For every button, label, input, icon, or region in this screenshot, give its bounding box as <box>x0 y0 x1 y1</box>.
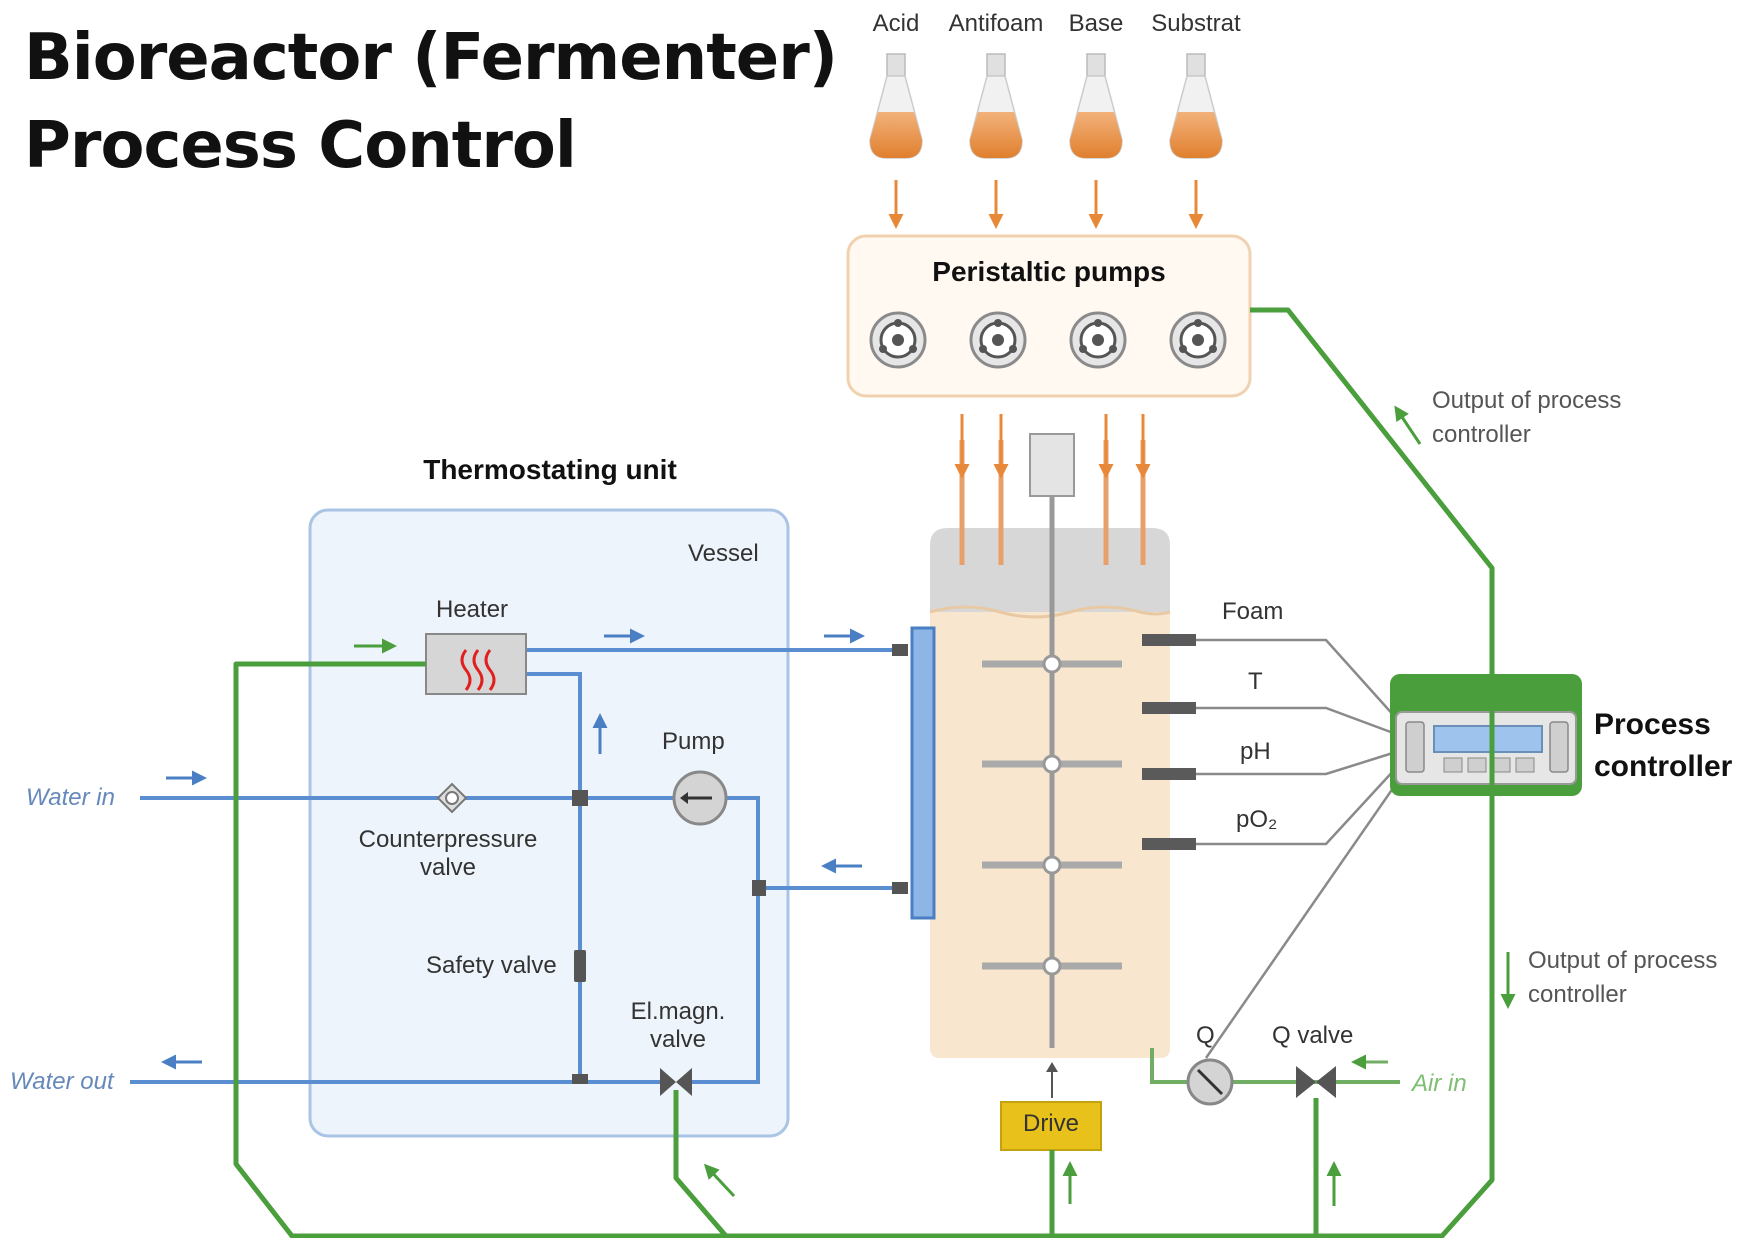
output-top-line1: Output of process <box>1432 387 1622 414</box>
circulation-pump-icon <box>672 770 728 826</box>
elmagn-valve-label: El.magn. valve <box>614 998 742 1054</box>
q-valve-icon <box>1296 1066 1336 1098</box>
pump-wheels <box>869 311 1227 369</box>
sensor-cables <box>1196 638 1402 1059</box>
output-label-top: Output of process controller <box>1432 384 1621 452</box>
q-flowmeter-icon <box>1186 1058 1234 1106</box>
q-valve-label: Q valve <box>1272 1022 1354 1049</box>
counterpressure-valve-icon <box>436 782 468 814</box>
title-line-2: Process Control <box>24 109 577 183</box>
water-out-label: Water out <box>10 1068 114 1095</box>
heater-label: Heater <box>436 596 509 623</box>
output-bottom-line1: Output of process <box>1528 947 1718 974</box>
flask-antifoam-icon <box>969 53 1023 159</box>
drive-label: Drive <box>1022 1110 1079 1137</box>
pipe-joints <box>572 644 908 1084</box>
flask-base-icon <box>1069 53 1123 159</box>
sensor-label-ph: pH <box>1240 738 1271 765</box>
control-flow-arrows <box>354 405 1516 1206</box>
stirrer-motor <box>1029 433 1075 497</box>
drive-box <box>1000 1101 1102 1151</box>
controller-label-line2: controller <box>1594 750 1733 783</box>
counterpressure-label-line2: valve <box>419 854 477 881</box>
sensor-label-po2: pO₂ <box>1236 806 1278 833</box>
sensor-label-t: T <box>1248 668 1263 695</box>
controller-label-line1: Process <box>1594 708 1711 741</box>
electromagnetic-valve-icon <box>660 1068 692 1096</box>
q-label: Q <box>1196 1022 1215 1049</box>
thermostating-unit-title: Thermostating unit <box>423 454 677 485</box>
pump-label: Pump <box>662 728 725 755</box>
safety-valve-icon <box>574 950 586 982</box>
vessel-label: Vessel <box>688 540 759 567</box>
control-lines <box>233 307 1495 1238</box>
water-flow-arrows <box>161 628 865 1070</box>
elmagn-label-line2: valve <box>649 1026 707 1053</box>
vessel-feed-tubes <box>954 414 1151 565</box>
output-label-bottom: Output of process controller <box>1528 944 1717 1012</box>
impeller-hubs <box>1042 654 1062 976</box>
counterpressure-label-line1: Counterpressure <box>358 826 538 853</box>
flask-label-base: Base <box>1068 10 1124 37</box>
flask-label-substrat: Substrat <box>1151 10 1241 37</box>
peristaltic-pumps-title: Peristaltic pumps <box>932 256 1166 287</box>
flask-label-acid: Acid <box>872 10 920 37</box>
feed-arrows-top <box>888 180 1204 229</box>
counterpressure-valve-label: Counterpressure valve <box>338 826 558 882</box>
sensor-probes <box>1142 634 1196 850</box>
peristaltic-pump-icon <box>1169 311 1227 369</box>
output-bottom-line2: controller <box>1528 981 1627 1008</box>
elmagn-label-line1: El.magn. <box>630 998 726 1025</box>
peristaltic-pumps-box <box>846 234 1252 398</box>
flasks-group <box>869 53 1223 159</box>
peristaltic-pump-icon <box>869 311 927 369</box>
flask-acid-icon <box>869 53 923 159</box>
sensor-label-foam: Foam <box>1222 598 1284 625</box>
peristaltic-pump-icon <box>969 311 1027 369</box>
air-in-label: Air in <box>1412 1070 1467 1097</box>
process-controller-device <box>1390 674 1582 796</box>
peristaltic-pump-icon <box>1069 311 1127 369</box>
water-in-label: Water in <box>26 784 115 811</box>
heater-element <box>425 633 527 695</box>
process-controller-label: Process controller <box>1594 704 1732 788</box>
flask-substrat-icon <box>1169 53 1223 159</box>
diagram-title: Bioreactor (Fermenter) Process Control <box>24 14 838 190</box>
safety-valve-label: Safety valve <box>426 952 557 979</box>
output-top-line2: controller <box>1432 421 1531 448</box>
heat-exchanger-jacket <box>910 626 936 920</box>
title-line-1: Bioreactor (Fermenter) <box>24 21 838 95</box>
flask-label-antifoam: Antifoam <box>948 10 1044 37</box>
